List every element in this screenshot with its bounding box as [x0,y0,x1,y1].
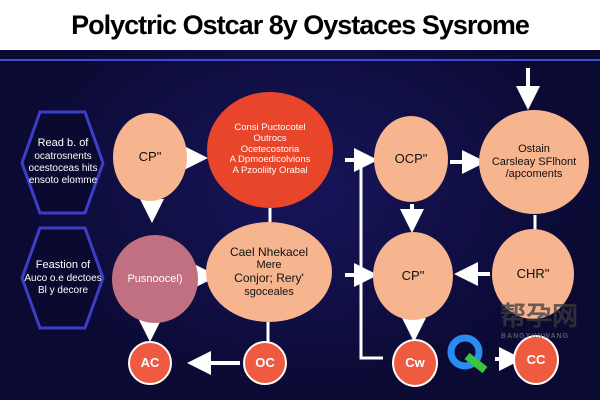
node-cael: Cael Nhekacel Mere Conjor; Rery' sgoceal… [206,222,332,322]
node-label: Mere [256,259,282,272]
node-label: AC [140,354,160,370]
node-label: OCP" [394,150,428,166]
node-label: CP" [401,267,425,283]
node-label: A Pzooliity Orabal [232,165,308,177]
hexagon-shape [20,110,105,215]
node-label: Ostain [518,143,550,156]
node-label: OC [255,354,275,370]
node-ac: AC [128,341,172,385]
node-label: CC [526,351,546,367]
watermark-logo-icon [447,334,488,374]
node-cp-1: CP" [113,113,187,201]
node-label: Consi Puctocotel [234,121,306,133]
title-bar: Polyctric Ostcar 8y Oystaces Sysrome [0,0,600,50]
node-label: Cw [405,354,425,370]
hexagon-text: Feastion of [35,259,91,272]
hexagon-text: Read b. of [37,137,89,150]
node-label: CP" [138,148,162,164]
hexagon-node-2: Feastion of Auco o.e dectoes Bl y decore [18,228,108,328]
hexagon-text: ocatrosnents [34,150,92,162]
node-chr: CHR" [492,229,574,319]
diagram-title: Polyctric Ostcar 8y Oystaces Sysrome [71,9,530,40]
watermark-text: 帮孕网 [500,301,579,331]
node-red-main: Consi Puctocotel Outrocs Ocetecostoria A… [207,92,333,208]
node-ocp: OCP" [374,116,448,202]
hexagon-node-1: Read b. of ocatrosnents ocestoceas hits … [18,112,108,212]
hexagon-text: Auco o.e dectoes [24,272,102,284]
hexagon-text: Bl y decore [37,284,89,296]
hexagon-text: ensoto elomme [28,174,98,186]
node-label: Conjor; Rery' [234,271,304,285]
node-label: Pusnoocel) [127,272,183,285]
node-oc: OC [243,341,287,385]
node-ostain: Ostain Carsleay SFlhont /apcoments [479,110,589,214]
node-label: /apcoments [505,168,563,181]
node-label: Outrocs [253,132,287,144]
node-label: A Dpmoedicolvions [229,154,311,166]
node-label: Cael Nhekacel [229,244,309,259]
node-pseudo: Pusnoocel) [112,235,198,323]
watermark-subtext: BANGYUNWANG [501,333,570,340]
node-label: sgoceales [244,285,294,298]
hexagon-text: ocestoceas hits [28,162,98,174]
hexagon-shape [20,226,105,330]
node-label: CHR" [516,265,550,281]
node-label: Ocetecostoria [240,143,300,155]
node-cw: Cw [392,339,438,387]
node-label: Carsleay SFlhont [491,155,577,168]
node-cp-2: CP" [373,232,453,320]
node-cc: CC [513,335,559,385]
